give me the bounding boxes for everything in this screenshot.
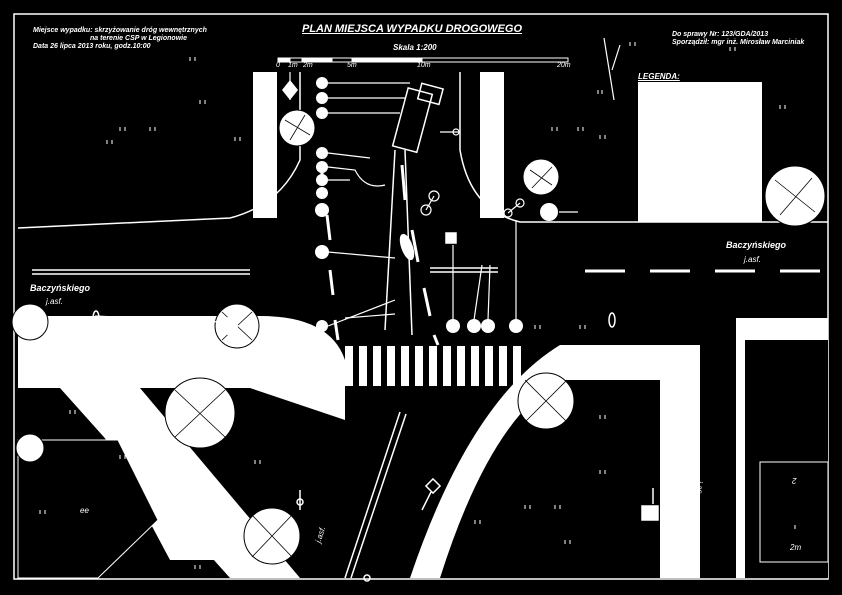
- grass-marks: [39, 42, 796, 569]
- lane-dashes: [320, 164, 820, 346]
- scale-label: Skala 1:200: [393, 43, 437, 52]
- scale-tick: 0: [276, 62, 280, 69]
- legend-box: [638, 82, 762, 222]
- case-number: Do sprawy Nr: 123/GDA/2013: [672, 31, 769, 38]
- position-markers: [220, 77, 558, 335]
- street-name-left: Baczyńskiego: [30, 283, 91, 293]
- plan-title: PLAN MIEJSCA WYPADKU DROGOWEGO: [302, 23, 523, 35]
- scale-tick: 1m: [288, 62, 298, 69]
- vehicle-icon: [391, 82, 457, 261]
- surface-left: j.asf.: [46, 297, 63, 306]
- surface-lower-right: j.as.: [694, 481, 704, 496]
- street-name-right: Baczyńskiego: [726, 240, 787, 250]
- place-line-1: Miejsce wypadku: skrzyżowanie dróg wewnę…: [33, 27, 207, 34]
- sign-post-icon: [92, 310, 659, 582]
- author-line: Sporządził: mgr inż. Mirosław Marciniak: [672, 39, 805, 46]
- scale-tick: 20m: [557, 62, 571, 69]
- scale-tick: 2m: [303, 62, 313, 69]
- movement-arrows: [94, 37, 621, 327]
- date-line: Data 26 lipca 2013 roku, godz.10:00: [33, 43, 151, 50]
- place-line-2: na terenie CSP w Legionowie: [90, 35, 187, 42]
- tree-texture: [174, 114, 816, 558]
- legend-title: LEGENDA:: [638, 72, 680, 81]
- box-label: ее: [80, 506, 89, 515]
- plan-frame: [13, 13, 829, 580]
- scale-bar: [277, 57, 569, 63]
- scale-tick: 5m: [347, 62, 357, 69]
- bicycle-icon: [420, 128, 578, 218]
- scale-tick: 10m: [417, 62, 431, 69]
- distance-label: 2m: [790, 543, 802, 552]
- surface-right: j.asf.: [744, 255, 761, 264]
- interior-areas: [17, 340, 829, 579]
- crosswalk: [345, 346, 521, 386]
- marker-number: 2: [792, 476, 797, 485]
